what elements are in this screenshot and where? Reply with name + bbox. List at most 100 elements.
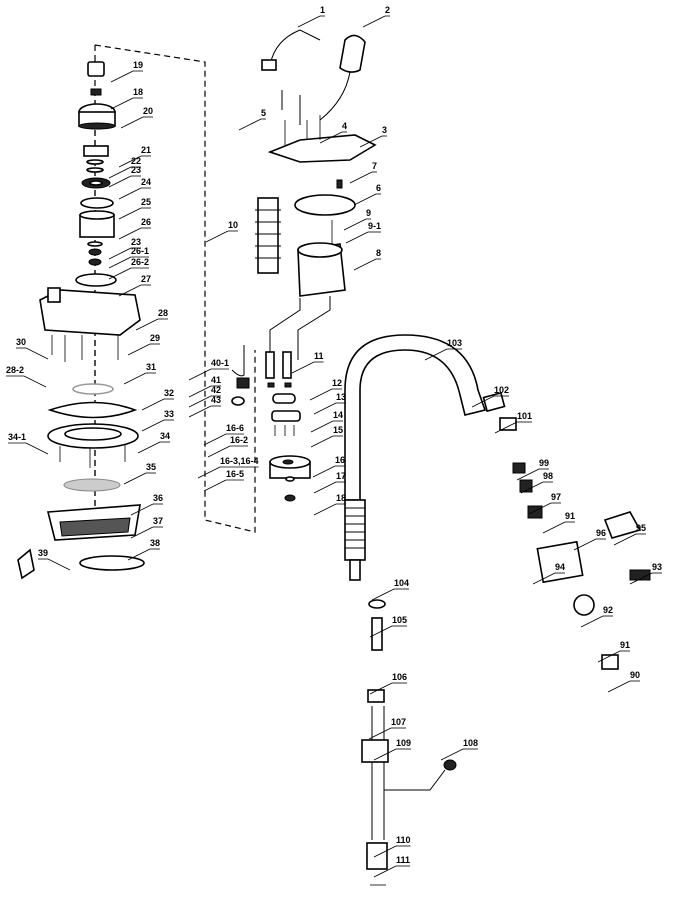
part-label: 111 <box>396 855 410 865</box>
part-label: 26 <box>141 217 151 227</box>
leader-line <box>23 375 47 388</box>
leader-line <box>580 615 604 628</box>
part-label: 99 <box>539 458 549 468</box>
part-label: 23 <box>131 165 141 175</box>
part-label: 16-3,16-4 <box>220 456 259 466</box>
leader-line <box>310 420 334 433</box>
leader-line <box>373 865 397 878</box>
leader-line <box>118 284 142 297</box>
leader-line <box>205 230 229 243</box>
leader-line <box>368 727 392 740</box>
leader-line <box>291 361 315 374</box>
leader-line <box>188 395 212 408</box>
leader-line <box>343 218 367 231</box>
leader-line <box>188 405 212 418</box>
leader-line <box>108 175 132 188</box>
part-label: 19 <box>133 60 143 70</box>
part-label: 92 <box>603 605 613 615</box>
part-label: 90 <box>630 670 640 680</box>
part-label: 24 <box>141 177 151 187</box>
part-label: 93 <box>652 562 662 572</box>
part-label: 16-6 <box>226 423 244 433</box>
leader-line <box>371 588 395 601</box>
leader-line <box>345 231 369 244</box>
part-label: 91 <box>565 511 575 521</box>
leader-line <box>123 472 147 485</box>
leader-line <box>309 388 333 401</box>
part-label: 42 <box>211 385 221 395</box>
part-label: 15 <box>333 425 343 435</box>
part-label: 16-2 <box>230 435 248 445</box>
part-label: 26-1 <box>131 246 149 256</box>
part-label: 27 <box>141 274 151 284</box>
part-label: 28 <box>158 308 168 318</box>
middle-motor-parts <box>231 29 377 502</box>
part-label: 38 <box>150 538 160 548</box>
leader-line <box>188 368 212 381</box>
part-label: 32 <box>164 388 174 398</box>
part-label: 10 <box>228 220 238 230</box>
part-label: 33 <box>164 409 174 419</box>
leader-line <box>353 258 377 271</box>
part-label: 101 <box>517 411 532 421</box>
part-label: 11 <box>314 351 324 361</box>
part-label: 102 <box>494 385 509 395</box>
leader-line <box>373 748 397 761</box>
part-label: 3 <box>382 125 387 135</box>
leader-line <box>312 465 336 478</box>
part-label: 1 <box>320 5 325 15</box>
leader-line <box>319 131 343 144</box>
part-label: 98 <box>543 471 553 481</box>
part-label: 14 <box>333 410 343 420</box>
part-label: 105 <box>392 615 407 625</box>
part-label: 20 <box>143 106 153 116</box>
part-label: 34-1 <box>8 432 26 442</box>
leader-line <box>494 421 518 434</box>
part-label: 94 <box>555 562 565 572</box>
leader-line <box>141 398 165 411</box>
leader-line <box>118 187 142 200</box>
leader-line <box>25 347 49 360</box>
part-label: 21 <box>141 145 151 155</box>
part-label: 37 <box>153 516 163 526</box>
leader-line <box>440 748 464 761</box>
leader-line <box>607 680 631 693</box>
leader-line <box>362 15 386 28</box>
part-label: 12 <box>332 378 342 388</box>
leader-line <box>310 435 334 448</box>
part-label: 28-2 <box>6 365 24 375</box>
leader-line <box>573 538 597 551</box>
part-label: 108 <box>463 738 478 748</box>
leader-line <box>108 267 132 280</box>
leader-line <box>108 247 132 260</box>
part-label: 2 <box>385 5 390 15</box>
leader-line <box>373 845 397 858</box>
leader-line <box>207 445 231 458</box>
leader-line <box>313 503 337 516</box>
part-label: 107 <box>391 717 406 727</box>
leader-line <box>542 521 566 534</box>
right-hose-parts <box>344 334 651 886</box>
part-label: 96 <box>596 528 606 538</box>
leader-line <box>47 558 71 571</box>
leader-line <box>528 502 552 515</box>
part-label: 40-1 <box>211 358 229 368</box>
leader-line <box>135 318 159 331</box>
left-pump-housing-parts <box>17 61 145 580</box>
leader-line <box>120 116 144 129</box>
part-label: 18 <box>336 493 346 503</box>
leader-line <box>238 118 262 131</box>
part-label: 41 <box>211 375 221 385</box>
part-label: 25 <box>141 197 151 207</box>
part-label: 91 <box>620 640 630 650</box>
part-label: 39 <box>38 548 48 558</box>
part-label: 29 <box>150 333 160 343</box>
part-label: 31 <box>146 362 156 372</box>
part-label: 26-2 <box>131 257 149 267</box>
leader-line <box>123 372 147 385</box>
leader-line <box>532 572 556 585</box>
leader-line <box>118 155 142 168</box>
leader-line <box>424 348 448 361</box>
leader-line <box>141 419 165 432</box>
part-label: 23 <box>131 237 141 247</box>
